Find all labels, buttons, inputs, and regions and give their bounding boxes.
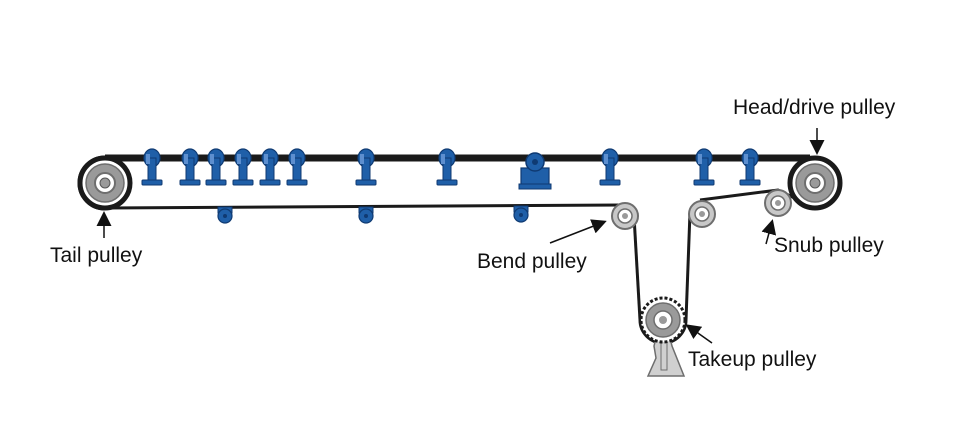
head-drive-pulley [790, 158, 840, 208]
snub-pulley [764, 189, 792, 217]
carrying-idlers [141, 148, 761, 186]
takeup-pulley [639, 296, 687, 377]
arrow-takeup-pulley [685, 324, 713, 344]
label-bend-pulley: Bend pulley [477, 250, 587, 273]
tail-pulley [80, 158, 130, 208]
label-tail-pulley: Tail pulley [50, 244, 143, 267]
callout-arrows [96, 128, 825, 344]
conveyor-belt [77, 154, 833, 345]
label-takeup-pulley: Takeup pulley [688, 348, 817, 371]
label-snub-pulley: Snub pulley [774, 234, 884, 257]
bend-pulley-right [688, 200, 716, 228]
arrow-snub-pulley [761, 219, 777, 245]
training-idler [518, 152, 552, 190]
bend-pulley-left [611, 202, 639, 230]
label-head-drive-pulley: Head/drive pulley [733, 96, 896, 119]
arrow-bend-pulley [549, 219, 607, 244]
